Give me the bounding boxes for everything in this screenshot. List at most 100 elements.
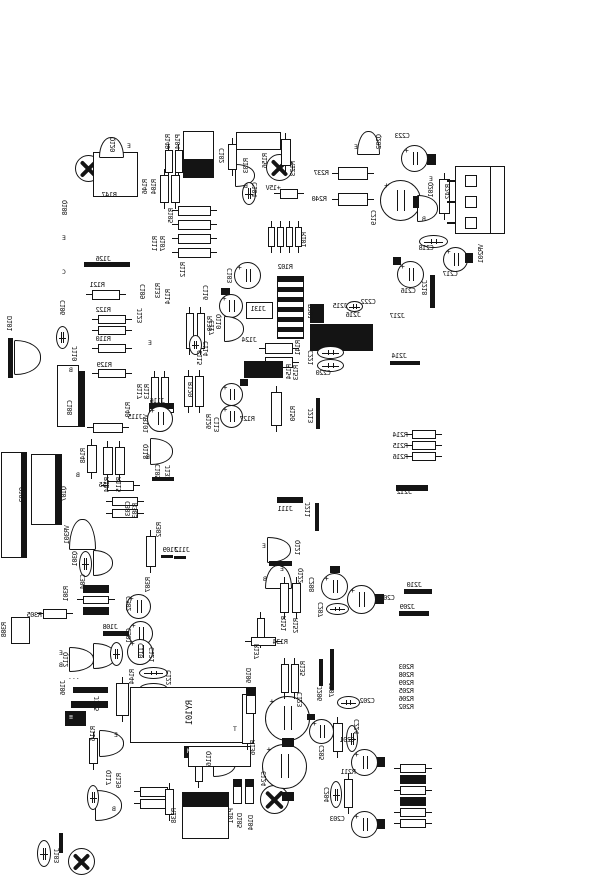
jumper-bar — [390, 361, 420, 365]
transistor-shape — [93, 550, 113, 576]
label-r140: R140 — [124, 402, 132, 417]
transistor-shape — [69, 519, 96, 550]
resistor-shape — [332, 193, 374, 206]
label-c106: C106 — [59, 300, 67, 315]
label-j126: J126 — [96, 255, 111, 263]
resistor-shape — [281, 658, 289, 699]
transistor-shape — [99, 730, 124, 757]
label-r133: R133 — [154, 283, 162, 298]
jumper-bar — [233, 779, 242, 787]
resistor-shape — [92, 326, 132, 335]
film-capacitor-shape — [87, 785, 99, 810]
jumper-bar — [184, 159, 213, 177]
jumper-bar — [310, 324, 373, 351]
resistor-shape — [406, 441, 442, 450]
label-d106: D106 — [245, 668, 253, 683]
resistor-shape — [280, 577, 289, 619]
label-j105: J105 — [93, 696, 101, 711]
label-d104: D104 — [247, 815, 255, 830]
label-r141: R141 — [294, 340, 302, 355]
film-capacitor-shape — [189, 335, 202, 355]
label-c223: C223 — [395, 132, 410, 140]
pin-mark: E — [127, 142, 131, 150]
resistor-shape — [292, 577, 301, 619]
pin-mark: M — [187, 747, 191, 755]
label-j124: J124 — [242, 336, 257, 344]
resistor-shape — [184, 370, 193, 413]
jumper-bar — [316, 398, 320, 429]
label-c219: C219 — [370, 210, 378, 225]
pin-mark: E — [262, 542, 266, 550]
component-outline — [93, 152, 138, 197]
label-r153: R153 — [292, 365, 300, 380]
label-c109: C109 — [139, 284, 147, 299]
jumper-bar — [282, 738, 294, 747]
label-r307: R307 — [144, 577, 152, 592]
label-c113: C113 — [213, 417, 221, 432]
resistor-shape — [165, 144, 173, 179]
label-r308: R308 — [0, 622, 8, 637]
film-capacitor-shape — [37, 840, 51, 867]
resistor-shape — [259, 343, 299, 354]
label-vr201: VR201 — [477, 244, 485, 263]
label-j210: J210 — [407, 581, 422, 589]
jumper-bar — [174, 556, 186, 559]
resistor-shape — [172, 248, 217, 258]
jumper-bar — [396, 485, 428, 491]
label-r136: R136 — [249, 740, 257, 755]
jumper-bar — [413, 196, 419, 208]
label-r122: R122 — [96, 306, 111, 314]
label-p101: P101 — [227, 808, 235, 823]
label-r112: R112 — [179, 262, 187, 277]
jumper-bar — [393, 257, 401, 265]
film-capacitor-shape — [330, 781, 342, 808]
label-c110: C110 — [137, 643, 145, 658]
jumper-bar — [447, 201, 456, 203]
pin-mark: ≡ — [69, 713, 73, 721]
component-outline — [31, 454, 56, 525]
label-c115: C115 — [196, 350, 204, 365]
resistor-shape — [274, 189, 304, 199]
label-c224: C224 — [353, 719, 361, 734]
jumper-bar — [377, 757, 385, 767]
label-j214: J214 — [392, 352, 407, 360]
label-c217: C217 — [443, 270, 458, 278]
resistor-shape — [106, 497, 144, 506]
pin-mark: E — [62, 234, 66, 242]
jumper-bar — [465, 253, 473, 263]
component-outline — [11, 617, 30, 644]
label-r101: R101 — [300, 232, 308, 247]
electrolytic-capacitor-shape: + — [147, 406, 173, 432]
label-r110: R110 — [96, 335, 111, 343]
jumper-bar — [282, 792, 294, 801]
label-j116: J116 — [150, 397, 165, 405]
label-j106: J106 — [59, 680, 67, 695]
film-capacitor-shape — [419, 235, 448, 248]
label-j211: J211 — [304, 502, 312, 517]
component-outline — [1, 452, 22, 558]
label-c114: C114 — [202, 341, 210, 356]
electrolytic-capacitor-shape: + — [220, 405, 243, 428]
jumper-bar — [103, 631, 129, 636]
resistor-shape — [165, 783, 174, 821]
jumper-bar — [56, 454, 62, 525]
film-capacitor-shape — [326, 603, 349, 615]
resistor-shape — [87, 439, 97, 479]
label-j206: J206 — [316, 686, 324, 701]
pin-mark: B — [76, 471, 80, 479]
label-r149: R149 — [164, 134, 172, 149]
resistor-shape — [171, 169, 180, 209]
resistor-shape — [332, 167, 374, 180]
label-c208: C208 — [308, 577, 316, 592]
film-capacitor-shape — [317, 359, 344, 372]
resistor-shape — [333, 717, 343, 758]
component-outline — [465, 196, 477, 208]
resistor-shape — [101, 481, 140, 491]
label-r102: R102 — [278, 263, 293, 271]
label-r208: R208 — [399, 671, 414, 679]
resistor-shape — [172, 234, 217, 244]
jumper-bar — [240, 379, 248, 386]
resistor-shape — [228, 138, 237, 176]
resistor-shape — [87, 423, 129, 433]
